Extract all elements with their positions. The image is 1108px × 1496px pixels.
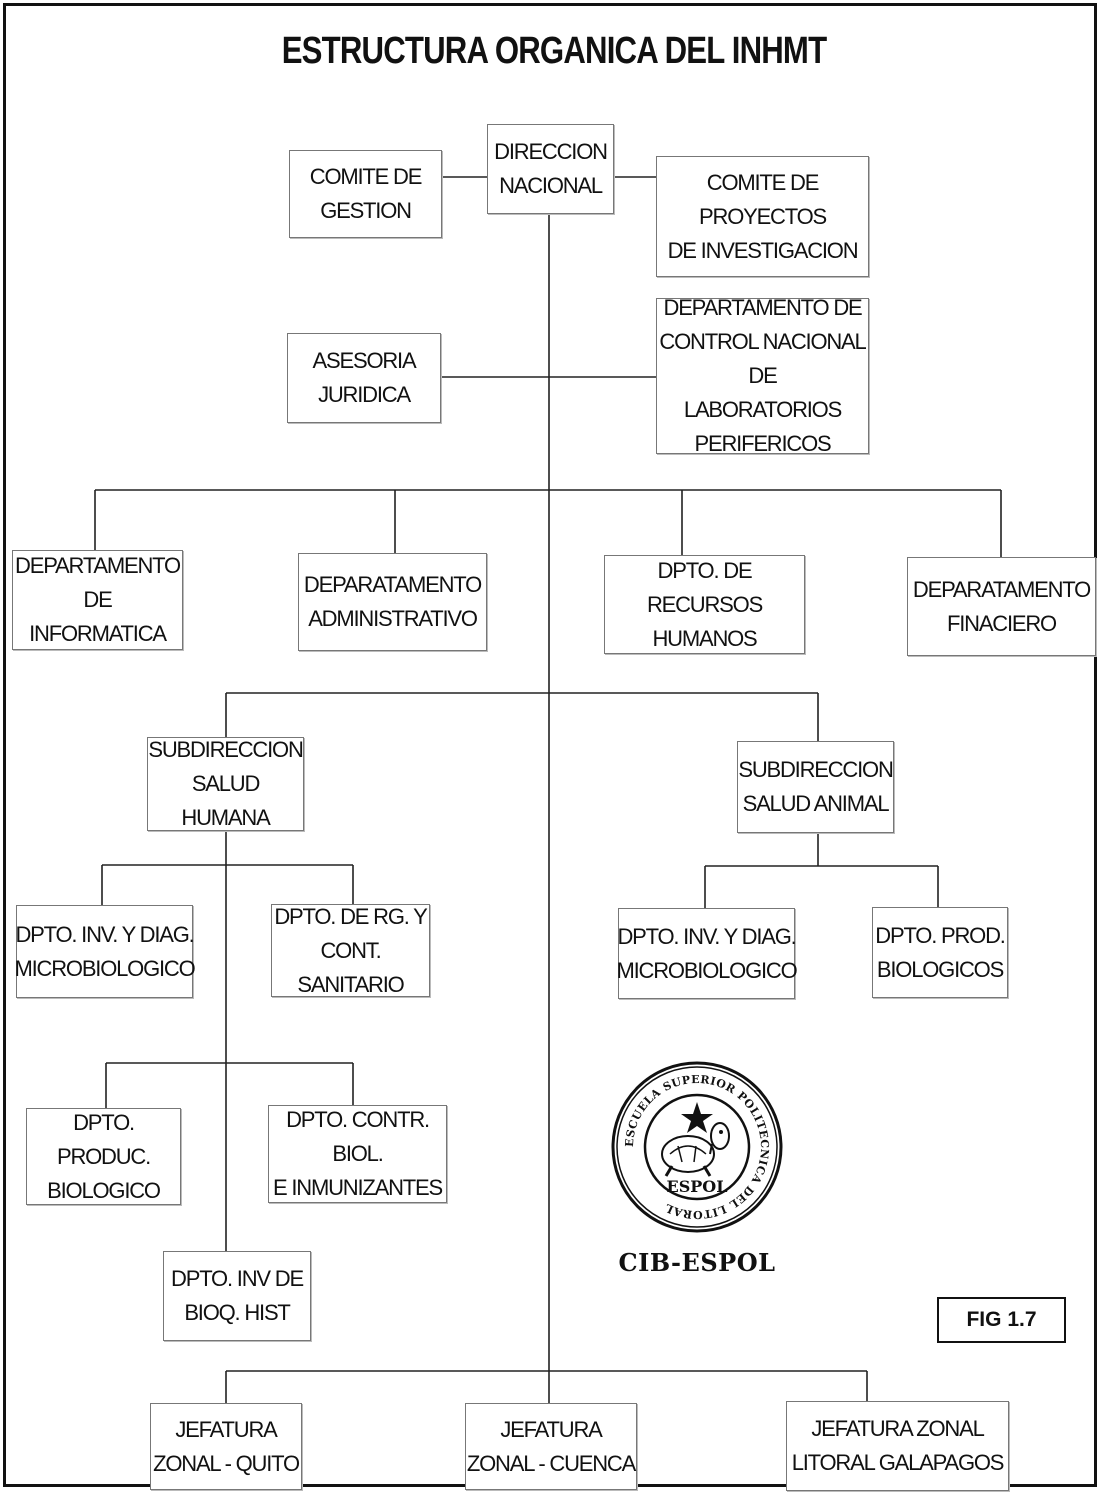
espol-seal: ESCUELA SUPERIOR POLITECNICA DEL LITORAL… — [611, 1061, 783, 1233]
node-dpto-financiero: DEPARATAMENTO FINACIERO — [907, 557, 1096, 656]
node-dpto-control-nacional: DEPARTAMENTO DE CONTROL NACIONAL DE LABO… — [656, 295, 869, 456]
node-h-dpto-inv-bioq: DPTO. INV DE BIOQ. HIST — [163, 1251, 311, 1341]
node-comite-proyectos: COMITE DE PROYECTOS DE INVESTIGACION — [656, 156, 869, 277]
node-h-dpto-inv-diag: DPTO. INV. Y DIAG. MICROBIOLOGICO — [15, 905, 196, 998]
node-a-dpto-prod-biologicos: DPTO. PROD. BIOLOGICOS — [872, 907, 1008, 998]
node-asesoria-juridica: ASESORIA JURIDICA — [287, 333, 441, 423]
node-subdireccion-salud-animal: SUBDIRECCION SALUD ANIMAL — [737, 741, 894, 833]
node-jefatura-cuenca: JEFATURA ZONAL - CUENCA — [465, 1403, 637, 1490]
node-h-dpto-contr-biol: DPTO. CONTR. BIOL. E INMUNIZANTES — [268, 1105, 447, 1203]
node-h-dpto-produc-biologico: DPTO. PRODUC. BIOLOGICO — [26, 1108, 181, 1205]
seal-caption: CIB-ESPOL — [618, 1248, 776, 1277]
node-h-dpto-rg-cont: DPTO. DE RG. Y CONT. SANITARIO — [271, 904, 430, 997]
node-subdireccion-salud-humana: SUBDIRECCION SALUD HUMANA — [147, 737, 304, 831]
node-dpto-recursos-humanos: DPTO. DE RECURSOS HUMANOS — [604, 555, 805, 654]
node-a-dpto-inv-diag: DPTO. INV. Y DIAG. MICROBIOLOGICO — [617, 908, 798, 999]
node-dpto-informatica: DEPARTAMENTO DE INFORMATICA — [12, 550, 183, 650]
node-jefatura-litoral: JEFATURA ZONAL LITORAL GALAPAGOS — [786, 1401, 1009, 1491]
chart-title: ESTRUCTURA ORGANICA DEL INHMT — [281, 30, 827, 72]
node-direccion-nacional: DIRECCION NACIONAL — [487, 124, 614, 214]
node-dpto-administrativo: DEPARATAMENTO ADMINISTRATIVO — [298, 553, 487, 651]
node-comite-gestion: COMITE DE GESTION — [289, 150, 442, 238]
svg-text:ESPOL: ESPOL — [667, 1177, 728, 1196]
figure-label: FIG 1.7 — [937, 1297, 1066, 1343]
node-jefatura-quito: JEFATURA ZONAL - QUITO — [150, 1403, 302, 1490]
